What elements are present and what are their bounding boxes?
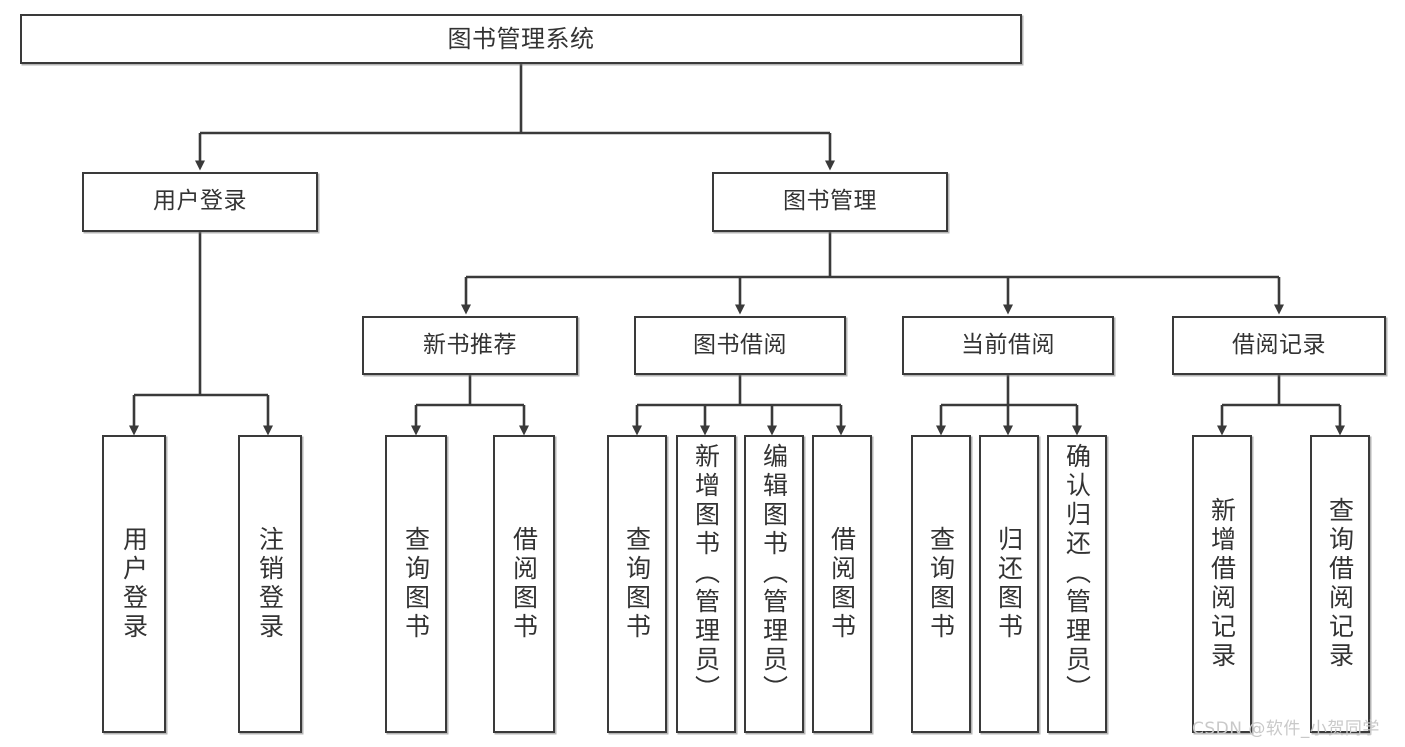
node-new-book-recommend[interactable]: 新书推荐 <box>362 316 578 375</box>
node-label: 用户登录 <box>119 526 149 642</box>
node-label: 查询图书 <box>401 526 431 642</box>
leaf-query-book-borrow[interactable]: 查询图书 <box>607 435 667 733</box>
node-label: 图书借阅 <box>693 331 787 358</box>
node-label: 借阅图书 <box>509 526 539 642</box>
node-label: 借阅图书 <box>827 526 857 642</box>
node-label: 确认归还（管理员） <box>1062 443 1092 704</box>
node-label: 借阅记录 <box>1232 331 1326 358</box>
node-current-borrow[interactable]: 当前借阅 <box>902 316 1114 375</box>
node-label: 查询图书 <box>926 526 956 642</box>
leaf-return-book[interactable]: 归还图书 <box>979 435 1039 733</box>
node-label: 新增借阅记录 <box>1207 497 1237 671</box>
leaf-query-book-recommend[interactable]: 查询图书 <box>385 435 447 733</box>
leaf-add-borrow-record[interactable]: 新增借阅记录 <box>1192 435 1252 733</box>
leaf-edit-book-admin[interactable]: 编辑图书（管理员） <box>744 435 804 733</box>
node-label: 当前借阅 <box>961 331 1055 358</box>
node-label: 编辑图书（管理员） <box>759 443 789 704</box>
node-borrow-record[interactable]: 借阅记录 <box>1172 316 1386 375</box>
node-label: 图书管理系统 <box>447 24 595 53</box>
leaf-confirm-return-admin[interactable]: 确认归还（管理员） <box>1047 435 1107 733</box>
node-label: 新书推荐 <box>423 331 517 358</box>
node-label: 查询图书 <box>622 526 652 642</box>
node-label: 注销登录 <box>255 526 285 642</box>
leaf-query-book-current[interactable]: 查询图书 <box>911 435 971 733</box>
csdn-watermark: CSDN @软件_小贺同学 <box>1192 719 1380 739</box>
node-label: 查询借阅记录 <box>1325 497 1355 671</box>
leaf-add-book-admin[interactable]: 新增图书（管理员） <box>676 435 736 733</box>
node-book-management[interactable]: 图书管理 <box>712 172 948 232</box>
leaf-borrow-book-recommend[interactable]: 借阅图书 <box>493 435 555 733</box>
node-label: 图书管理 <box>783 188 877 215</box>
node-root-system[interactable]: 图书管理系统 <box>20 14 1022 64</box>
node-label: 用户登录 <box>153 188 247 215</box>
leaf-user-logout[interactable]: 注销登录 <box>238 435 302 733</box>
leaf-user-login[interactable]: 用户登录 <box>102 435 166 733</box>
leaf-query-borrow-record[interactable]: 查询借阅记录 <box>1310 435 1370 733</box>
node-label: 归还图书 <box>994 526 1024 642</box>
node-user-login[interactable]: 用户登录 <box>82 172 318 232</box>
node-book-borrow[interactable]: 图书借阅 <box>634 316 846 375</box>
node-label: 新增图书（管理员） <box>691 443 721 704</box>
leaf-borrow-book[interactable]: 借阅图书 <box>812 435 872 733</box>
